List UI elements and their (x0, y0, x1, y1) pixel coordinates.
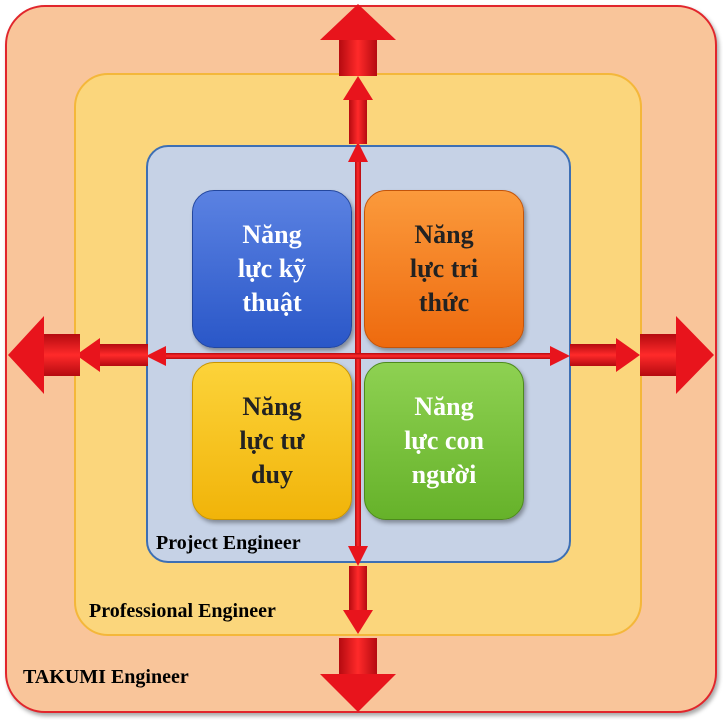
center-cross (146, 142, 570, 566)
arrow-down-icon (320, 566, 396, 712)
tile-line: duy (251, 460, 293, 489)
technical-competence-tile: Năng lực kỹ thuật (192, 190, 352, 348)
project-engineer-label: Project Engineer (156, 532, 301, 554)
tile-line: lực con (404, 426, 484, 455)
thinking-competence-tile: Năng lực tư duy (192, 362, 352, 520)
professional-engineer-label: Professional Engineer (89, 600, 276, 622)
people-competence-tile: Năng lực con người (364, 362, 524, 520)
tile-line: Năng (414, 392, 474, 421)
tile-line: Năng (242, 392, 302, 421)
tile-line: người (411, 460, 477, 489)
tile-line: Năng (242, 220, 302, 249)
arrow-left-icon (8, 316, 148, 394)
tile-line: lực kỹ (237, 254, 307, 283)
tile-line: thuật (242, 288, 302, 317)
takumi-engineer-label: TAKUMI Engineer (23, 666, 189, 688)
knowledge-competence-tile: Năng lực tri thức (364, 190, 524, 348)
tile-line: lực tri (409, 254, 479, 283)
arrow-up-icon (320, 4, 396, 144)
arrow-right-icon (570, 316, 714, 394)
tile-line: lực tư (239, 426, 305, 455)
tile-line: thức (418, 288, 470, 317)
tile-line: Năng (414, 220, 474, 249)
